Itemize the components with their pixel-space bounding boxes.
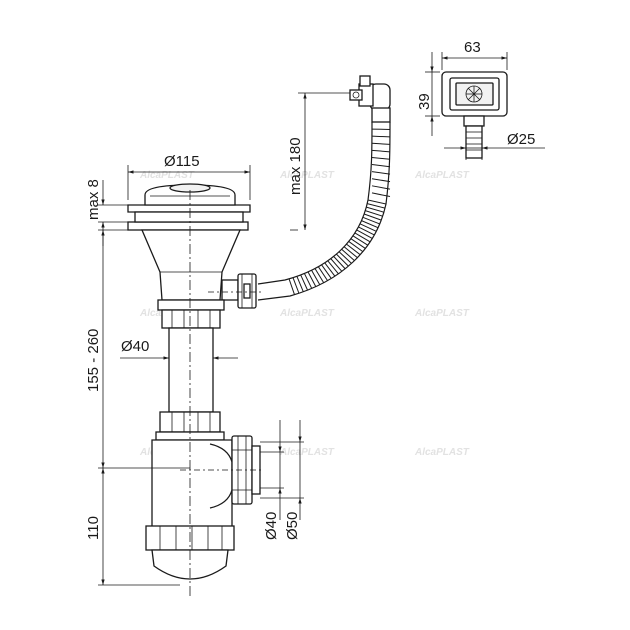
dimension-overflow-height: 39: [416, 52, 440, 136]
hose-rib: [346, 243, 361, 256]
hose-rib: [371, 149, 391, 153]
hose-rib: [314, 268, 325, 283]
label-overflow-width: 63: [464, 39, 481, 56]
dimension-overflow-width: 63: [441, 39, 508, 70]
hose-rib: [352, 235, 369, 246]
label-adjustable-height: 155 - 260: [85, 329, 102, 392]
hose-rib: [303, 273, 313, 289]
hose-rib: [371, 142, 391, 145]
dimension-trap-height: 110: [85, 468, 180, 586]
hose-rib: [324, 262, 336, 277]
hose-rib: [371, 185, 391, 190]
hose-rib: [300, 274, 308, 291]
dimension-strainer-diameter: Ø115: [127, 153, 251, 200]
hose-rib: [350, 238, 366, 249]
label-flange-thickness: max 8: [85, 179, 102, 220]
hose-rib: [288, 278, 295, 295]
label-overflow-height: 39: [416, 93, 433, 110]
funnel-body: [141, 229, 257, 309]
label-trap-height: 110: [85, 516, 102, 540]
dimension-hose-length: max 180: [287, 92, 350, 231]
hose-rib: [362, 216, 380, 225]
label-tube-diameter: Ø40: [121, 338, 149, 355]
hose-rib: [348, 241, 364, 253]
hose-rib: [371, 156, 391, 160]
hose-rib: [366, 206, 385, 213]
upper-nut: [157, 299, 225, 329]
hose-rib: [371, 171, 391, 175]
hose-rib: [371, 135, 391, 138]
hose-rib: [338, 251, 352, 264]
hose-rib: [330, 258, 343, 272]
hose-rib: [361, 220, 379, 229]
hose-rib: [356, 229, 373, 239]
watermark-1: AlcaPLAST: [139, 170, 195, 181]
hose-rib: [336, 253, 349, 267]
overflow-head: [441, 71, 508, 159]
watermark-5: AlcaPLAST: [279, 308, 335, 319]
label-hose-length: max 180: [287, 137, 304, 195]
watermark-6: AlcaPLAST: [414, 308, 470, 319]
watermark-2: AlcaPLAST: [279, 170, 335, 181]
watermark-8: AlcaPLAST: [279, 447, 335, 458]
hose-rib: [341, 248, 355, 261]
hose-rib: [365, 210, 383, 217]
strainer: [127, 183, 251, 231]
hose-rib: [317, 266, 328, 281]
dimension-outlets: Ø40 Ø50: [260, 420, 304, 540]
hose-rib: [343, 246, 358, 259]
dimension-tube-diameter: Ø40: [120, 338, 238, 360]
label-hose-diameter: Ø25: [507, 131, 535, 148]
hose-rib: [327, 260, 339, 275]
lower-nut: [155, 411, 225, 441]
label-outlet-small: Ø40: [263, 512, 280, 540]
dimension-hose-diameter: Ø25: [444, 131, 545, 160]
hose-rib: [371, 178, 391, 183]
hose-rib: [354, 232, 371, 243]
hose-rib: [367, 199, 387, 205]
hose-rib: [359, 223, 377, 232]
dimension-flange-thickness: max 8: [85, 179, 128, 246]
hose-rib: [321, 264, 332, 279]
label-outlet-large: Ø50: [284, 512, 301, 540]
bottle-trap: [145, 435, 261, 580]
watermark-9: AlcaPLAST: [414, 447, 470, 458]
hose-rib: [296, 276, 304, 292]
hose-rib: [311, 269, 321, 285]
hose-rib: [292, 277, 300, 294]
hose-rib: [307, 271, 317, 287]
hose-rib: [371, 164, 391, 168]
center-axes: [180, 190, 262, 596]
hose-rib: [367, 203, 386, 209]
dimension-adjustable-height: 155 - 260: [85, 229, 190, 469]
overflow-elbow: [349, 75, 391, 123]
vertical-tube: [168, 327, 214, 413]
hose-rib: [371, 192, 391, 198]
hose-rib: [333, 256, 346, 270]
label-strainer-diameter: Ø115: [164, 153, 200, 170]
overflow-hose: [257, 121, 391, 301]
hose-rib: [358, 226, 375, 236]
hose-rib: [363, 213, 382, 221]
watermark-3: AlcaPLAST: [414, 170, 470, 181]
